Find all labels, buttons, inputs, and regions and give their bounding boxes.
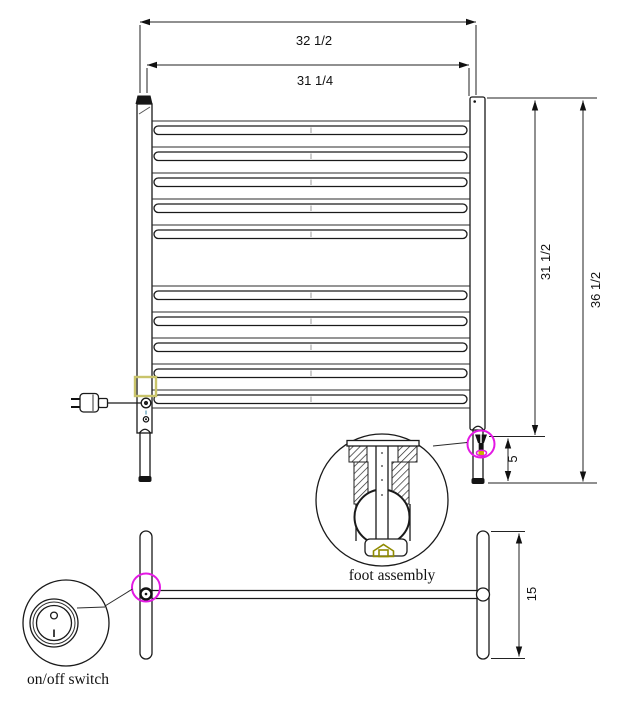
foot-joint-highlight bbox=[466, 429, 496, 459]
post-screw bbox=[473, 100, 477, 103]
dim-foot-length-label: 15 bbox=[524, 587, 539, 601]
towel-rails bbox=[151, 120, 471, 409]
crossbar-joint-right bbox=[475, 587, 491, 602]
left-post bbox=[135, 95, 153, 482]
plan-view: 15 bbox=[131, 530, 539, 660]
right-post bbox=[469, 96, 486, 484]
towel-rail bbox=[151, 224, 471, 240]
towel-rail bbox=[151, 285, 471, 301]
dim-bar-width-label: 31 1/4 bbox=[297, 73, 333, 88]
dim-overall-width-label: 32 1/2 bbox=[296, 33, 332, 48]
dimension-foot-length: 15 bbox=[491, 531, 539, 659]
towel-rail bbox=[151, 120, 471, 136]
power-plug-icon bbox=[79, 392, 100, 413]
foot-assembly-label: foot assembly bbox=[349, 567, 436, 584]
towel-rail bbox=[151, 389, 471, 405]
left-foot-pad bbox=[138, 476, 152, 482]
leader-line bbox=[432, 442, 468, 447]
detail-marker-circle bbox=[466, 429, 496, 459]
towel-rail bbox=[151, 146, 471, 162]
bolt-connector bbox=[478, 450, 484, 455]
switch-detail: on/off switch bbox=[22, 579, 133, 688]
foot-pad-detail bbox=[364, 538, 408, 557]
on-off-rocker-icon bbox=[35, 604, 73, 642]
towel-rail bbox=[151, 337, 471, 353]
house-icon bbox=[372, 543, 395, 558]
on-off-switch-label: on/off switch bbox=[27, 671, 109, 688]
dim-foot-height-label: 5 bbox=[505, 455, 520, 462]
foot-assembly-detail: foot assembly bbox=[315, 433, 468, 584]
right-foot-pad bbox=[471, 478, 485, 484]
dimension-overall-height: 36 1/2 bbox=[488, 100, 603, 484]
dimension-body-height: 31 1/2 bbox=[487, 97, 597, 435]
leg-joint-arch bbox=[471, 425, 485, 431]
leg-joint-arch bbox=[138, 428, 152, 434]
power-plug bbox=[71, 392, 152, 413]
dimension-foot-height: 5 bbox=[489, 436, 545, 481]
highlight-box bbox=[133, 375, 158, 398]
switch-off-symbol bbox=[49, 611, 59, 620]
towel-rail bbox=[151, 172, 471, 188]
mount-plate bbox=[346, 439, 420, 447]
post-screw-detail bbox=[142, 410, 150, 423]
post-cap bbox=[135, 95, 153, 104]
left-leg bbox=[139, 432, 151, 478]
dimension-overall-width: 32 1/2 bbox=[139, 18, 477, 95]
towel-rail bbox=[151, 363, 471, 379]
towel-rail bbox=[151, 198, 471, 214]
dim-body-height-label: 31 1/2 bbox=[538, 244, 553, 280]
dim-overall-height-label: 36 1/2 bbox=[588, 272, 603, 308]
towel-rail bbox=[151, 311, 471, 327]
detail-marker-circle bbox=[131, 572, 161, 603]
dimension-bar-width: 31 1/4 bbox=[146, 61, 470, 96]
front-view: 32 1/2 31 1/4 bbox=[71, 18, 603, 484]
leader-line bbox=[104, 588, 133, 607]
